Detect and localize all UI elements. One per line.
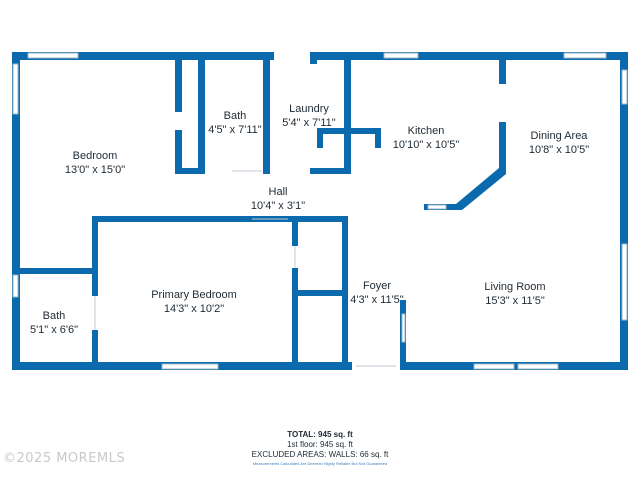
wall-bath1-east bbox=[263, 52, 270, 174]
room-dining-dim: 10'8" x 10'5" bbox=[528, 144, 590, 156]
window-dining-top bbox=[563, 52, 607, 59]
wall-top-left bbox=[12, 52, 274, 60]
room-bedroom-dim: 13'0" x 15'0" bbox=[64, 164, 126, 176]
room-hall: Hall 10'4" x 3'1" bbox=[251, 185, 305, 213]
room-primary-bedroom-name: Primary Bedroom bbox=[151, 289, 237, 301]
wall-dining-west bbox=[499, 52, 506, 84]
total-area: TOTAL: 945 sq. ft bbox=[287, 430, 353, 439]
window-bottom-living-a bbox=[473, 363, 515, 370]
wall-bedroom-east-lower bbox=[175, 130, 182, 174]
wall-laundry-nib3 bbox=[375, 128, 381, 148]
window-bottom-living-b bbox=[517, 363, 559, 370]
room-laundry-dim: 5'4" x 7'11" bbox=[282, 117, 336, 129]
room-kitchen-name: Kitchen bbox=[407, 125, 445, 137]
wall-primary-west bbox=[92, 216, 98, 296]
measurement-disclaimer: Measurements Calculated Are Deemed Highl… bbox=[252, 461, 388, 466]
wall-primary-north bbox=[92, 216, 348, 222]
room-laundry-name: Laundry bbox=[289, 103, 329, 115]
wall-laundry-nib bbox=[317, 128, 381, 134]
room-living-name: Living Room bbox=[484, 281, 546, 293]
room-dining: Dining Area 10'8" x 10'5" bbox=[529, 129, 589, 157]
room-dining-name: Dining Area bbox=[530, 130, 588, 142]
wall-laundry-south bbox=[310, 168, 351, 174]
area-totals: TOTAL: 945 sq. ft 1st floor: 945 sq. ft … bbox=[252, 430, 389, 468]
room-kitchen-dim: 10'10" x 10'5" bbox=[392, 139, 460, 151]
door-openings bbox=[94, 170, 396, 367]
room-hall-dim: 10'4" x 3'1" bbox=[250, 200, 306, 212]
room-laundry: Laundry 5'4" x 7'11" bbox=[282, 102, 335, 130]
wall-bath1-west bbox=[198, 52, 205, 174]
wall-laundry-nib2 bbox=[317, 128, 323, 148]
window-bedroom-left bbox=[12, 63, 19, 115]
wall-dining-west-b bbox=[499, 122, 506, 174]
room-bath2: Bath 5'1" x 6'6" bbox=[30, 309, 78, 337]
wall-bath2-north bbox=[20, 268, 98, 274]
room-primary-bedroom-dim: 14'3" x 10'2" bbox=[163, 303, 225, 315]
wall-kitchen-angle bbox=[456, 168, 506, 210]
room-kitchen: Kitchen 10'10" x 10'5" bbox=[393, 124, 459, 152]
wall-closet-west bbox=[292, 216, 298, 246]
room-foyer-dim: 4'3" x 11'5" bbox=[350, 294, 404, 306]
room-living-dim: 15'3" x 11'5" bbox=[485, 295, 545, 307]
wall-closet-mid bbox=[292, 290, 348, 296]
wall-closet-east bbox=[342, 216, 348, 370]
window-counter bbox=[427, 204, 447, 210]
room-bath2-dim: 5'1" x 6'6" bbox=[29, 324, 79, 336]
watermark: ©2025 MOREMLS bbox=[3, 451, 126, 466]
room-bedroom-name: Bedroom bbox=[72, 150, 118, 162]
wall-bedroom-east-upper bbox=[175, 52, 182, 112]
room-hall-name: Hall bbox=[268, 186, 288, 198]
wall-closet-west-b bbox=[292, 268, 298, 370]
wall-laundry-east-b bbox=[344, 52, 351, 174]
window-right-upper bbox=[621, 69, 628, 105]
wall-laundry-east-a bbox=[310, 52, 317, 64]
room-bedroom: Bedroom 13'0" x 15'0" bbox=[65, 149, 125, 177]
room-primary-bedroom: Primary Bedroom 14'3" x 10'2" bbox=[151, 288, 237, 316]
room-bath1: Bath 4'5" x 7'11" bbox=[208, 109, 261, 137]
window-bath2-left bbox=[12, 274, 19, 298]
first-floor-area: 1st floor: 945 sq. ft bbox=[287, 440, 353, 449]
wall-bedroom-south bbox=[175, 168, 205, 174]
window-bedroom-top bbox=[27, 52, 79, 59]
windows bbox=[12, 52, 628, 370]
room-foyer: Foyer 4'3" x 11'5" bbox=[350, 279, 403, 307]
wall-left bbox=[12, 52, 20, 370]
excluded-area: EXCLUDED AREAS: WALLS: 66 sq. ft bbox=[251, 450, 389, 459]
room-bath2-name: Bath bbox=[42, 310, 66, 322]
room-foyer-name: Foyer bbox=[362, 280, 392, 292]
window-bottom-primary bbox=[161, 363, 219, 370]
wall-top-right bbox=[310, 52, 628, 60]
wall-primary-west-b bbox=[92, 330, 98, 370]
window-right-lower bbox=[621, 243, 628, 321]
room-living: Living Room 15'3" x 11'5" bbox=[484, 280, 545, 308]
window-foyer bbox=[401, 313, 406, 343]
window-kitchen-top bbox=[383, 52, 419, 59]
wall-right bbox=[620, 52, 628, 370]
room-bath1-name: Bath bbox=[223, 110, 247, 122]
walls bbox=[12, 52, 628, 370]
room-bath1-dim: 4'5" x 7'11" bbox=[208, 124, 262, 136]
